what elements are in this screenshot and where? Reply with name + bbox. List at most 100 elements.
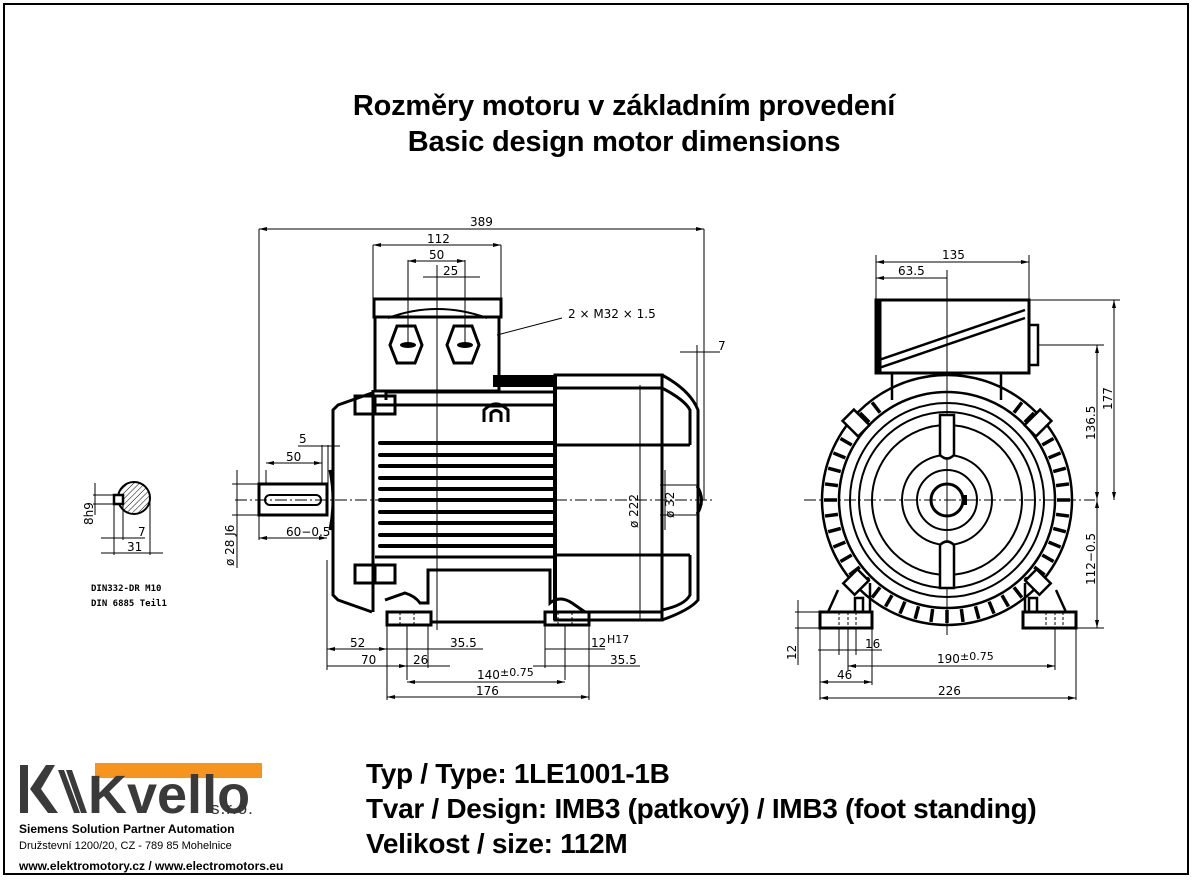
- dim-gland-height: 136.5: [1084, 406, 1098, 440]
- lower-rib: [938, 540, 956, 590]
- fin: [973, 605, 981, 620]
- fin: [824, 482, 839, 488]
- logo-letter-k-stem: [20, 765, 28, 813]
- fin: [832, 540, 847, 549]
- fin: [929, 608, 935, 623]
- dim-foot-spacing: 140: [477, 668, 500, 682]
- dim-foot-thickness: 12: [785, 645, 799, 660]
- fin: [839, 553, 853, 564]
- company-tagline: Siemens Solution Partner Automation: [19, 822, 235, 836]
- fin: [1041, 553, 1055, 564]
- front-view-dimensions: [795, 255, 1120, 700]
- rear-housing: [553, 373, 664, 622]
- foot-top: [384, 568, 586, 614]
- dim-shaft-diameter: ø 28 J6: [223, 525, 237, 566]
- dim-terminal-box-width: 112: [427, 232, 450, 246]
- fin: [1047, 451, 1062, 460]
- dim-box-width: 135: [942, 248, 965, 262]
- fin: [1012, 401, 1024, 414]
- dim-housing-diameter: ø 222: [627, 494, 641, 528]
- shaft-cross-section: [93, 481, 163, 555]
- spec-size: Velikost / size: 112M: [366, 828, 628, 859]
- side-view: [235, 265, 712, 630]
- company-websites[interactable]: www.elektromotory.cz / www.electromotors…: [19, 859, 284, 873]
- fin: [1047, 540, 1062, 549]
- fin: [1012, 586, 1024, 599]
- logo-suffix: s.r.o.: [211, 799, 254, 818]
- fin: [1052, 466, 1067, 474]
- cable-gland-2: [445, 324, 481, 365]
- dim-shaft-shoulder: 5: [299, 432, 307, 446]
- shaft: [257, 482, 329, 517]
- fin: [839, 436, 853, 447]
- drawing-frame: [3, 3, 1189, 875]
- side-view-dimension-labels: 389 112 50 25 2 × M32 × 1.5 7 5 50 60−0.…: [223, 215, 726, 698]
- fin: [870, 401, 882, 414]
- side-view-dimensions: [232, 227, 720, 700]
- fin: [827, 466, 842, 474]
- logo-letter-k-arm: [30, 765, 58, 813]
- drive-end-shield: [331, 391, 373, 614]
- fin: [959, 608, 965, 623]
- dim-rear-diameter: ø 32: [663, 492, 677, 518]
- fin: [870, 586, 882, 599]
- eyebolt: [482, 402, 510, 422]
- fin: [1023, 411, 1036, 424]
- dim-key-height: 8h9: [82, 502, 96, 525]
- title-czech: Rozměry motoru v základním provedení: [352, 90, 896, 122]
- dim-foot-52: 52: [350, 636, 365, 650]
- rear-cap: [695, 485, 703, 515]
- cable-gland-1: [388, 324, 424, 365]
- dim-overall-length: 389: [470, 215, 493, 229]
- dim-foot-width: 46: [837, 668, 852, 682]
- dim-hole-tolerance: H17: [607, 633, 629, 646]
- spec-type: Typ / Type: 1LE1001-1B: [366, 758, 670, 789]
- dim-key-depth: 7: [138, 525, 146, 539]
- fin: [913, 605, 921, 620]
- hub-ring-inner: [916, 469, 978, 531]
- norm-label-2: DIN 6885 Teil1: [91, 599, 167, 609]
- dim-foot-35-5-right: 35.5: [610, 653, 637, 667]
- dim-overall-width: 226: [938, 684, 961, 698]
- fan-cowl-ring-1: [849, 402, 1045, 598]
- front-housing-inner: [837, 390, 1057, 610]
- dim-foot-spacing-tolerance: ±0.75: [500, 666, 534, 679]
- dim-shaft-length: 60−0.5: [286, 525, 330, 539]
- front-shaft-key: [963, 495, 967, 505]
- fin: [1041, 436, 1055, 447]
- terminal-box: [373, 315, 501, 393]
- logo-orange-bar: [95, 763, 262, 778]
- fin: [1000, 594, 1011, 608]
- dim-front-foot-spacing: 190: [937, 652, 960, 666]
- dim-box-height: 177: [1101, 387, 1115, 410]
- dim-rear-overhang: 7: [718, 339, 726, 353]
- dim-box-offset: 63.5: [898, 264, 925, 278]
- upper-rib: [938, 413, 956, 460]
- dim-gland-spacing: 50: [429, 248, 444, 262]
- dim-foot-70: 70: [361, 653, 376, 667]
- dim-hole: 12: [591, 636, 606, 650]
- cooling-fins: [378, 441, 555, 548]
- terminal-box-base: [493, 375, 555, 387]
- dim-key-length: 50: [286, 450, 301, 464]
- dim-gland-offset: 25: [443, 264, 458, 278]
- fan-cowl: [661, 373, 700, 622]
- dim-shaft-height: 112−0.5: [1084, 533, 1098, 585]
- fin: [1052, 526, 1067, 534]
- dim-shaft-width: 31: [127, 540, 142, 554]
- foot-front: [385, 610, 433, 627]
- fin: [1055, 512, 1070, 518]
- fin: [987, 600, 996, 615]
- fin: [824, 512, 839, 518]
- shaft-cross-section-labels: 8h9 7 31: [82, 502, 146, 554]
- company-address: Družstevní 1200/20, CZ - 789 85 Mohelnic…: [19, 840, 232, 852]
- mounting-lugs: [840, 407, 1054, 597]
- company-logo: Kvello: [20, 763, 262, 825]
- shaft-key: [264, 494, 322, 506]
- front-housing-outer: [820, 373, 1074, 627]
- front-view-dimension-labels: 135 63.5 177 136.5 112−0.5 12 16 190 ±0.…: [785, 248, 1115, 698]
- title-english: Basic design motor dimensions: [407, 126, 841, 158]
- dim-gland-label: 2 × M32 × 1.5: [568, 307, 656, 321]
- logo-letters: Kvello: [88, 765, 250, 825]
